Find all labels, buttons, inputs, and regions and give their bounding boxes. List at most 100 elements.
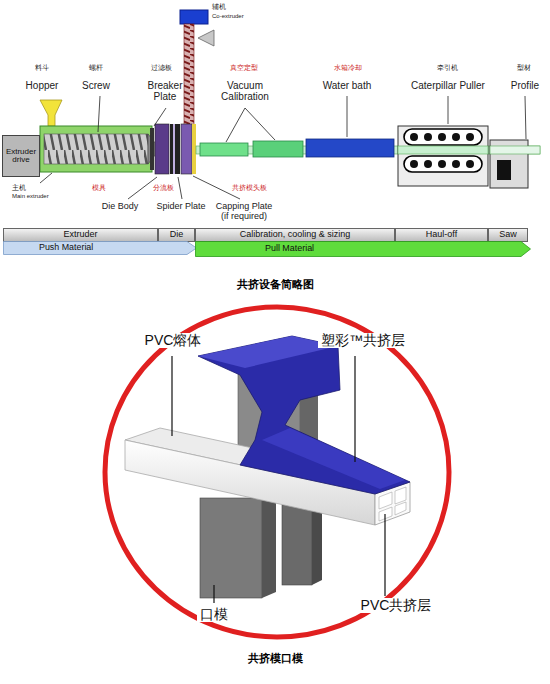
die xyxy=(170,124,180,174)
caterpillar-puller xyxy=(424,160,432,168)
leader-line xyxy=(98,96,100,132)
die xyxy=(181,124,192,174)
part-label: Main extruder xyxy=(12,193,72,200)
node-text: Extruder drive xyxy=(5,148,37,165)
figure-caption: 共挤模口模 xyxy=(0,652,550,664)
leader-line xyxy=(245,108,275,140)
die xyxy=(155,124,169,174)
part-label: 模具 xyxy=(92,184,114,192)
part-label: 口模 xyxy=(197,607,231,622)
die-illustration xyxy=(262,428,405,489)
extruder-barrel xyxy=(40,126,152,172)
die xyxy=(192,124,196,174)
stage-band: Extruder xyxy=(3,228,158,242)
node-text: Haul-off xyxy=(397,230,486,239)
extruder-barrel xyxy=(44,134,148,164)
part-label: 螺杆 xyxy=(84,64,108,72)
part-label: Hopper xyxy=(22,80,62,91)
die-illustration xyxy=(395,502,406,515)
leader-line xyxy=(40,96,526,199)
caterpillar-puller xyxy=(410,133,418,141)
part-label: Caterpillar Puller xyxy=(400,80,496,91)
caterpillar-puller xyxy=(404,129,482,145)
die-illustration xyxy=(262,492,276,598)
caterpillar-puller xyxy=(452,133,460,141)
leader-line xyxy=(40,173,52,183)
caterpillar-puller xyxy=(398,146,488,154)
leader-line xyxy=(226,108,245,142)
caterpillar-puller xyxy=(466,133,474,141)
stage-band: Saw xyxy=(488,228,528,242)
part-label: 水箱冷却 xyxy=(328,64,368,72)
part-label: PVC熔体 xyxy=(142,333,205,348)
die-illustration xyxy=(395,487,406,504)
part-label: Co-extruder xyxy=(212,13,262,20)
node-text: Calibration, cooling & sizing xyxy=(197,230,393,239)
saw xyxy=(497,160,511,180)
push-arrow-shape xyxy=(3,241,197,255)
water-bath xyxy=(306,139,394,157)
part-label: 料斗 xyxy=(30,64,54,72)
part-label: 牵引机 xyxy=(432,64,462,72)
caterpillar-puller xyxy=(410,160,418,168)
co-extruder xyxy=(180,10,208,24)
figure-caption: 共挤设备简略图 xyxy=(0,278,550,290)
part-label: 辅机 xyxy=(212,3,242,11)
vacuum-calibration xyxy=(200,143,248,156)
caterpillar-puller xyxy=(438,133,446,141)
hopper xyxy=(40,100,62,126)
part-label: Capping Plate (if required) xyxy=(212,202,276,222)
leader-line xyxy=(525,96,526,139)
node-text: Pull Material xyxy=(265,244,529,253)
part-label: Profile xyxy=(505,80,545,91)
caterpillar-puller xyxy=(452,160,460,168)
part-label: 型材 xyxy=(512,64,536,72)
co-extruder xyxy=(198,30,214,46)
leader-line xyxy=(171,356,172,436)
node-text: Push Material xyxy=(39,243,196,252)
part-label: 塑彩™共挤层 xyxy=(318,333,408,348)
water-bath xyxy=(306,139,394,157)
leader-line xyxy=(172,356,385,603)
leader-line xyxy=(448,96,449,124)
die-illustration xyxy=(200,498,262,598)
leader-line xyxy=(213,585,214,603)
pull-arrow: Pull Material xyxy=(195,241,531,257)
caterpillar-puller xyxy=(466,160,474,168)
part-label: 主机 xyxy=(12,184,34,192)
leader-line xyxy=(354,356,355,462)
part-label: 分流板 xyxy=(153,184,177,192)
die-illustration xyxy=(379,492,392,509)
part-label: 过滤板 xyxy=(146,64,176,72)
part-label: Water bath xyxy=(312,80,382,91)
node-text: Saw xyxy=(490,230,526,239)
caterpillar-puller xyxy=(398,126,488,186)
die xyxy=(155,124,196,174)
hopper xyxy=(40,100,62,126)
die xyxy=(173,124,175,174)
saw xyxy=(490,146,540,154)
die-illustration xyxy=(125,336,410,598)
caterpillar-puller xyxy=(398,126,488,186)
part-label: Screw xyxy=(76,80,116,91)
leader-line xyxy=(384,514,385,596)
caterpillar-puller xyxy=(438,160,446,168)
node-text: Die xyxy=(160,230,193,239)
node-text: Extruder xyxy=(5,230,156,239)
red-ellipse xyxy=(105,307,449,637)
pull-arrow-shape xyxy=(195,241,531,257)
stage-band: Die xyxy=(158,228,195,242)
vacuum-calibration xyxy=(253,141,303,157)
part-label: Spider Plate xyxy=(152,202,210,212)
part-label: Breaker Plate xyxy=(140,80,190,102)
part-label: PVC共挤层 xyxy=(358,598,435,613)
caterpillar-puller xyxy=(404,156,482,172)
die-illustration xyxy=(198,336,410,494)
push-arrow: Push Material xyxy=(3,241,197,255)
red-ellipse xyxy=(105,307,449,637)
pull-arrow-shape xyxy=(196,242,531,257)
part-label: 真空定型 xyxy=(224,64,264,72)
die-illustration xyxy=(282,505,312,585)
